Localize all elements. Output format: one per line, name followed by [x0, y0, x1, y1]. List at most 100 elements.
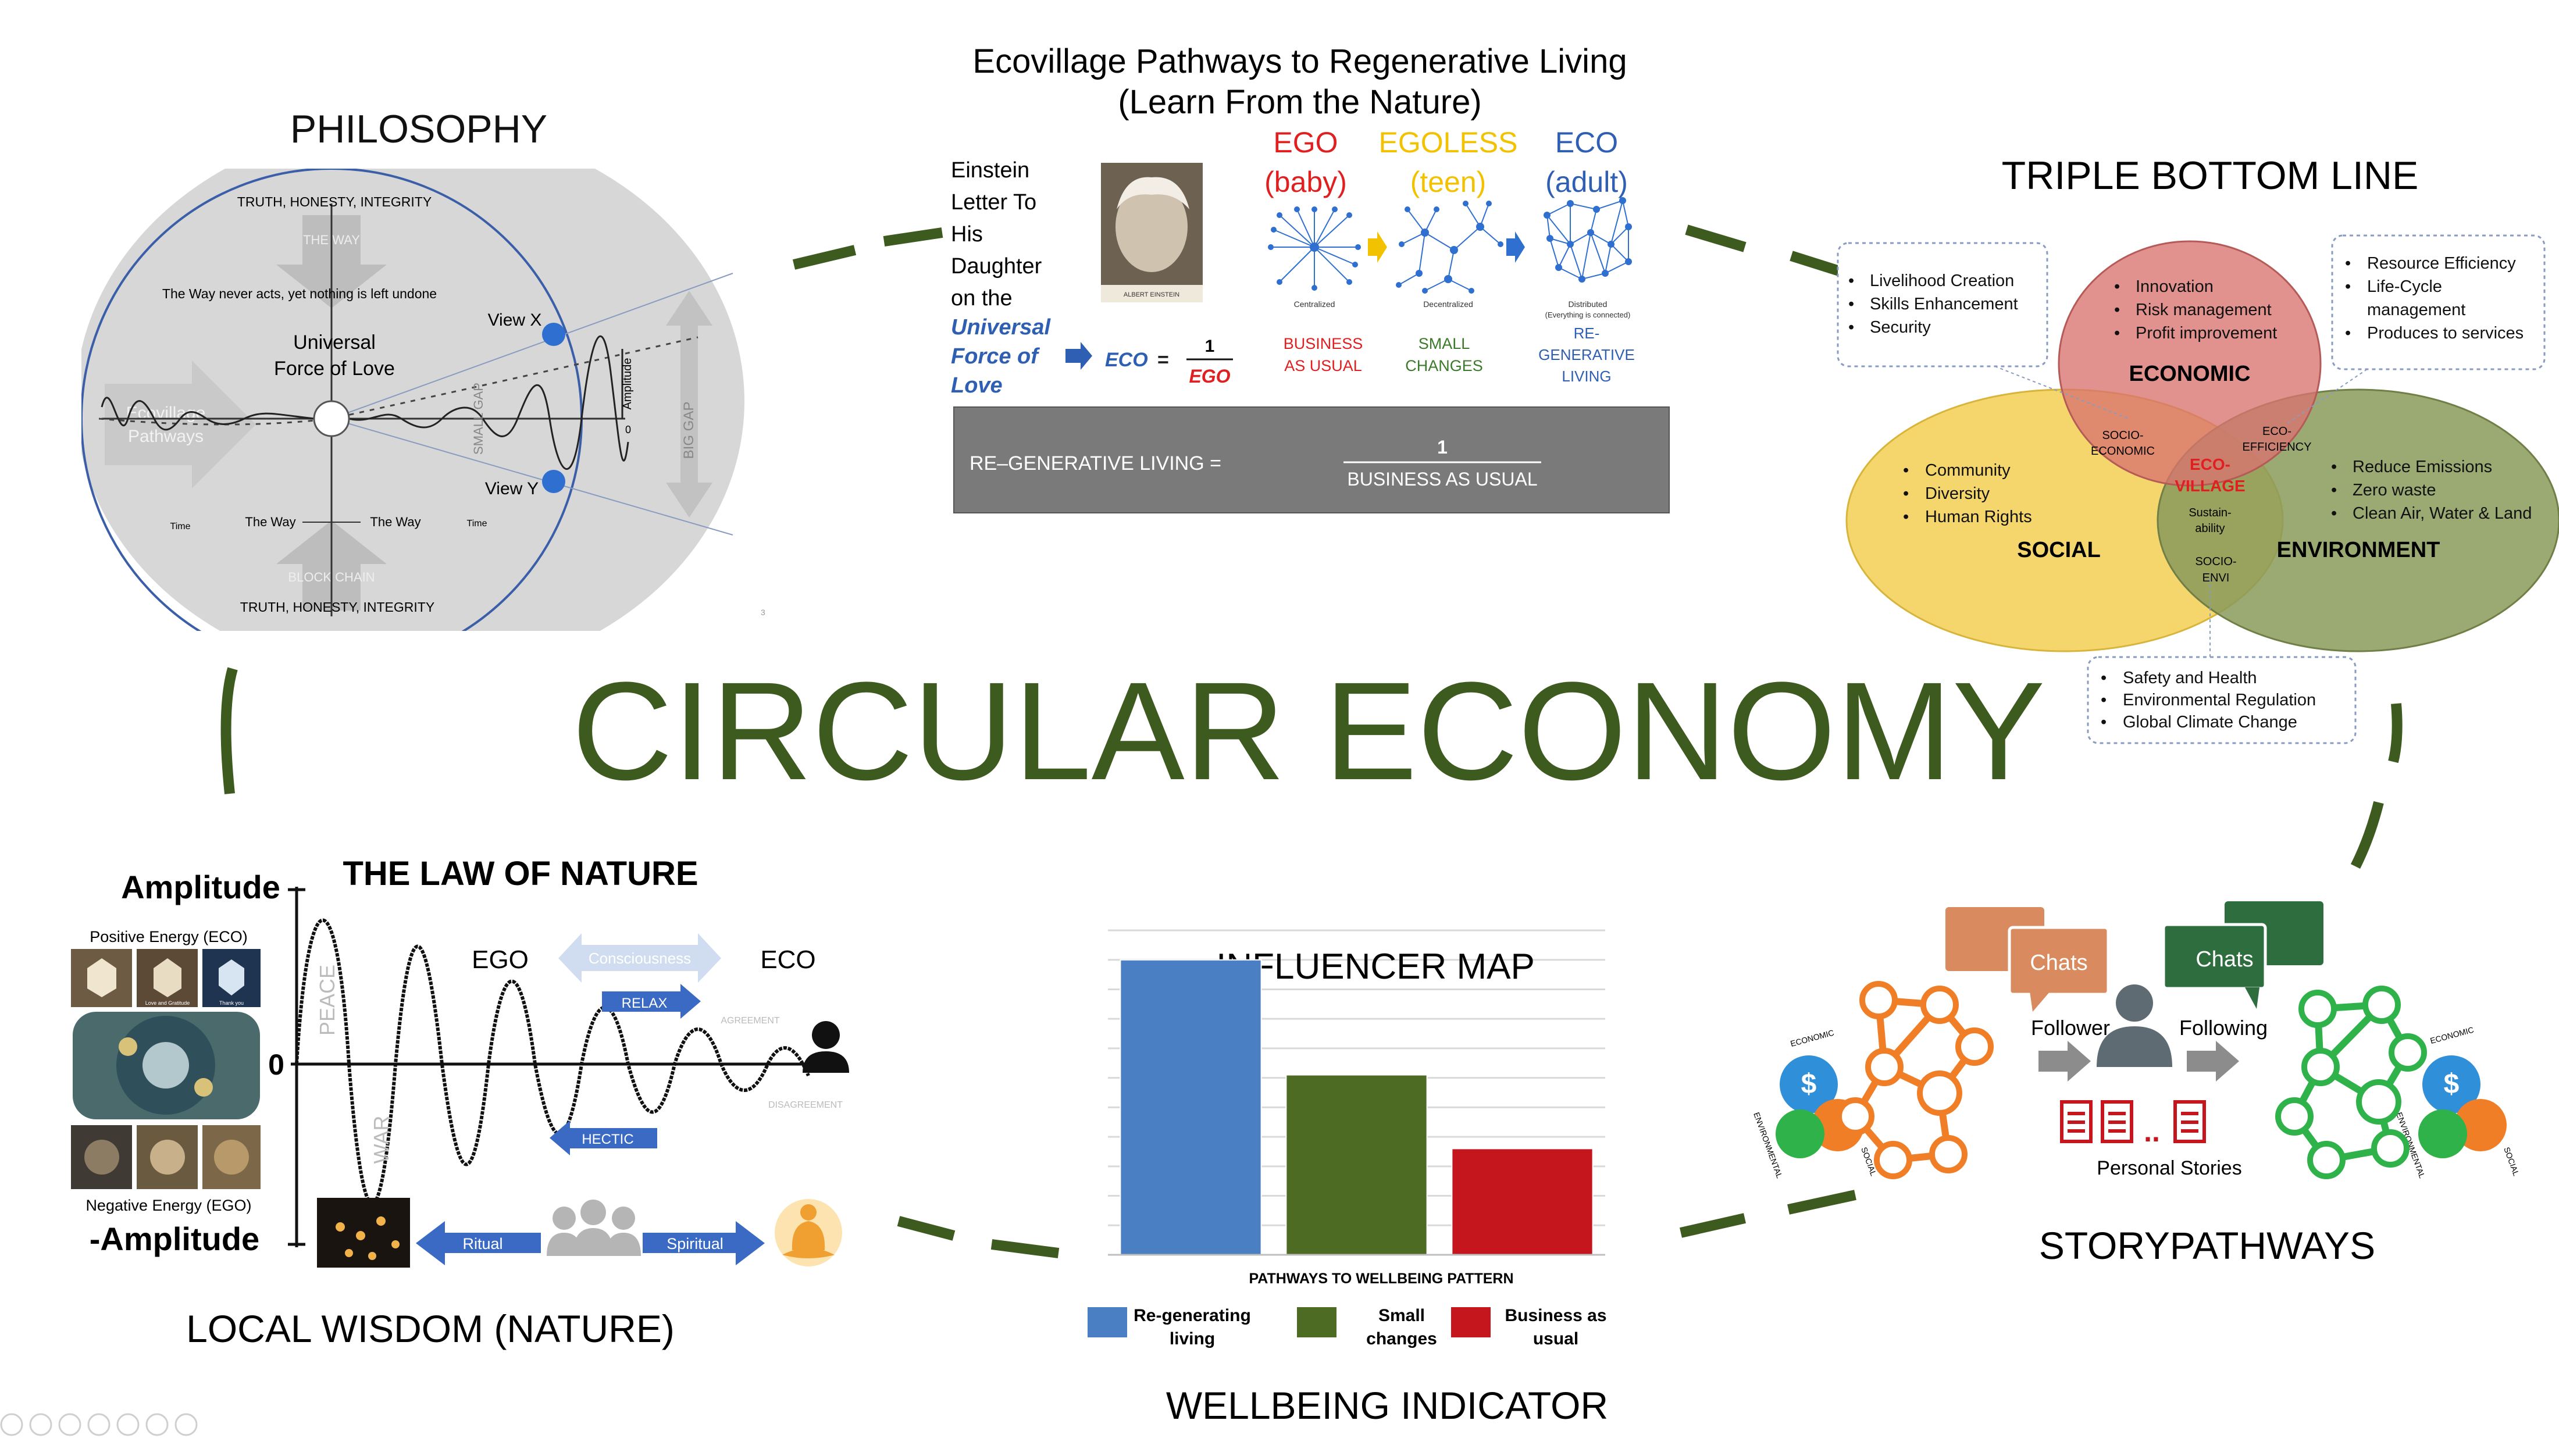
personal-stories-icons [2060, 1100, 2206, 1143]
svg-text:$: $ [2444, 1069, 2460, 1100]
svg-text:The Way: The Way [245, 515, 295, 529]
svg-text:Security: Security [1870, 318, 1931, 337]
svg-text:•: • [2345, 277, 2351, 296]
svg-text:View X: View X [488, 311, 542, 330]
svg-text:Community: Community [1925, 461, 2011, 480]
svg-text:AS USUAL: AS USUAL [1284, 357, 1362, 374]
svg-text:Skills Enhancement: Skills Enhancement [1870, 295, 2018, 313]
philosophy-panel: PHILOSOPHY THE WAY BLOCK CHAIN Ecovillag… [81, 107, 765, 631]
svg-text:Universal: Universal [293, 331, 376, 354]
chart-legend: Re-generatinglivingSmallchangesBusiness … [1088, 1306, 1607, 1348]
svg-text:RE-: RE- [1574, 324, 1600, 342]
svg-text:DISAGREEMENT: DISAGREEMENT [768, 1100, 843, 1110]
svg-text:ALBERT EINSTEIN: ALBERT EINSTEIN [1124, 291, 1179, 298]
svg-text:•: • [1848, 295, 1854, 313]
svg-text:•: • [1903, 461, 1909, 480]
svg-text:Centralized: Centralized [1294, 299, 1335, 309]
svg-text:Clean Air, Water & Land: Clean Air, Water & Land [2353, 504, 2532, 523]
view-x-point [542, 323, 565, 346]
chart-bar-0 [1120, 959, 1262, 1256]
svg-text:Time: Time [467, 519, 487, 529]
prev-control-icon[interactable] [0, 1413, 23, 1436]
chart-legend-swatch-1 [1297, 1307, 1336, 1337]
svg-text:ECONOMIC: ECONOMIC [1790, 1028, 1836, 1048]
svg-text:(Everything is connected): (Everything is connected) [1545, 311, 1631, 319]
centralized-network-icon [1268, 206, 1361, 291]
chart-legend-label-0: living [1170, 1329, 1215, 1348]
svg-text:The Way: The Way [370, 515, 420, 529]
svg-text:•: • [2331, 458, 2337, 476]
chart-legend-label-1: changes [1366, 1329, 1437, 1348]
law-of-nature-wave [295, 918, 810, 1205]
svg-text:1: 1 [1437, 437, 1448, 458]
philosophy-wave [101, 335, 629, 470]
zoom-control-icon[interactable] [116, 1413, 140, 1436]
svg-text:Amplitude: Amplitude [121, 869, 280, 905]
svg-text:•: • [1848, 318, 1854, 337]
chart-legend-label-2: usual [1533, 1329, 1578, 1348]
big-gap-arrow [666, 291, 712, 518]
relax-arrow [602, 984, 701, 1019]
svg-text:Reduce Emissions: Reduce Emissions [2353, 458, 2492, 476]
spiritual-arrow [643, 1221, 765, 1265]
svg-text:Environmental Regulation: Environmental Regulation [2123, 691, 2316, 709]
svg-text:ECONOMIC: ECONOMIC [2091, 445, 2155, 458]
svg-text:EFFICIENCY: EFFICIENCY [2243, 441, 2312, 454]
svg-text:Personal Stories: Personal Stories [2097, 1157, 2241, 1179]
svg-text:BUSINESS AS USUAL: BUSINESS AS USUAL [1347, 469, 1537, 490]
chart-legend-swatch-2 [1451, 1307, 1491, 1337]
svg-text:Einstein: Einstein [951, 158, 1029, 183]
chart-bar-1 [1285, 1074, 1428, 1255]
consciousness-arrow [558, 933, 721, 983]
svg-text:Innovation: Innovation [2136, 277, 2214, 296]
following-arrow [2187, 1041, 2239, 1082]
svg-text:Letter To: Letter To [951, 190, 1036, 215]
follower-arrow [2038, 1041, 2091, 1082]
svg-text:His: His [951, 222, 983, 247]
next-control-icon[interactable] [29, 1413, 52, 1436]
svg-text:Time: Time [170, 522, 191, 531]
svg-text:Human Rights: Human Rights [1925, 508, 2032, 526]
chart-xlabel: PATHWAYS TO WELLBEING PATTERN [1249, 1271, 1513, 1287]
svg-text:Chats: Chats [2030, 951, 2087, 975]
svg-text:CHANGES: CHANGES [1405, 357, 1483, 374]
einstein-photo: ALBERT EINSTEIN [1101, 163, 1203, 302]
arrow-yellow-icon [1368, 231, 1387, 263]
svg-text:LIVING: LIVING [1562, 367, 1611, 385]
svg-text:Sustain-: Sustain- [2189, 506, 2231, 519]
svg-text:Profit improvement: Profit improvement [2136, 324, 2277, 342]
svg-text:Decentralized: Decentralized [1423, 299, 1473, 309]
svg-text:..: .. [2144, 1115, 2160, 1148]
svg-text:SMALL: SMALL [1419, 335, 1470, 352]
ecovillage-subtitle: (Learn From the Nature) [1118, 83, 1481, 121]
svg-text:management: management [2367, 301, 2465, 319]
pen-control-icon[interactable] [58, 1413, 81, 1436]
svg-text:Force of: Force of [951, 344, 1040, 369]
svg-text:Daughter: Daughter [951, 254, 1042, 279]
svg-text:ECO: ECO [1105, 349, 1148, 371]
svg-text:View Y: View Y [485, 479, 539, 498]
player-controls[interactable] [0, 1413, 198, 1436]
philosophy-title: PHILOSOPHY [290, 107, 547, 151]
svg-text:VILLAGE: VILLAGE [2175, 477, 2245, 495]
screen-control-icon[interactable] [145, 1413, 169, 1436]
wellbeing-title: WELLBEING INDICATOR [1166, 1384, 1608, 1427]
ecovillage-panel: Ecovillage Pathways to Regenerative Livi… [951, 42, 1670, 513]
chart-legend-label-2: Business as [1505, 1306, 1606, 1325]
more-control-icon[interactable] [174, 1413, 198, 1436]
svg-text:SOCIO-: SOCIO- [2195, 555, 2236, 568]
svg-text:•: • [2101, 713, 2107, 731]
svg-text:Diversity: Diversity [1925, 484, 1990, 503]
environment-label: ENVIRONMENT [2277, 538, 2440, 562]
svg-text:ECONOMIC: ECONOMIC [2429, 1025, 2475, 1045]
svg-text:HECTIC: HECTIC [582, 1132, 633, 1147]
svg-text:Ritual: Ritual [462, 1235, 502, 1252]
local-wisdom-title: LOCAL WISDOM (NATURE) [186, 1307, 675, 1350]
slides-control-icon[interactable] [87, 1413, 111, 1436]
svg-text:Positive Energy (ECO): Positive Energy (ECO) [90, 928, 248, 945]
hectic-arrow [550, 1120, 657, 1155]
chat-bubble-right-icon: Chats [2162, 901, 2323, 1009]
svg-text:Negative Energy (EGO): Negative Energy (EGO) [85, 1197, 251, 1214]
svg-text:•: • [2101, 669, 2107, 687]
